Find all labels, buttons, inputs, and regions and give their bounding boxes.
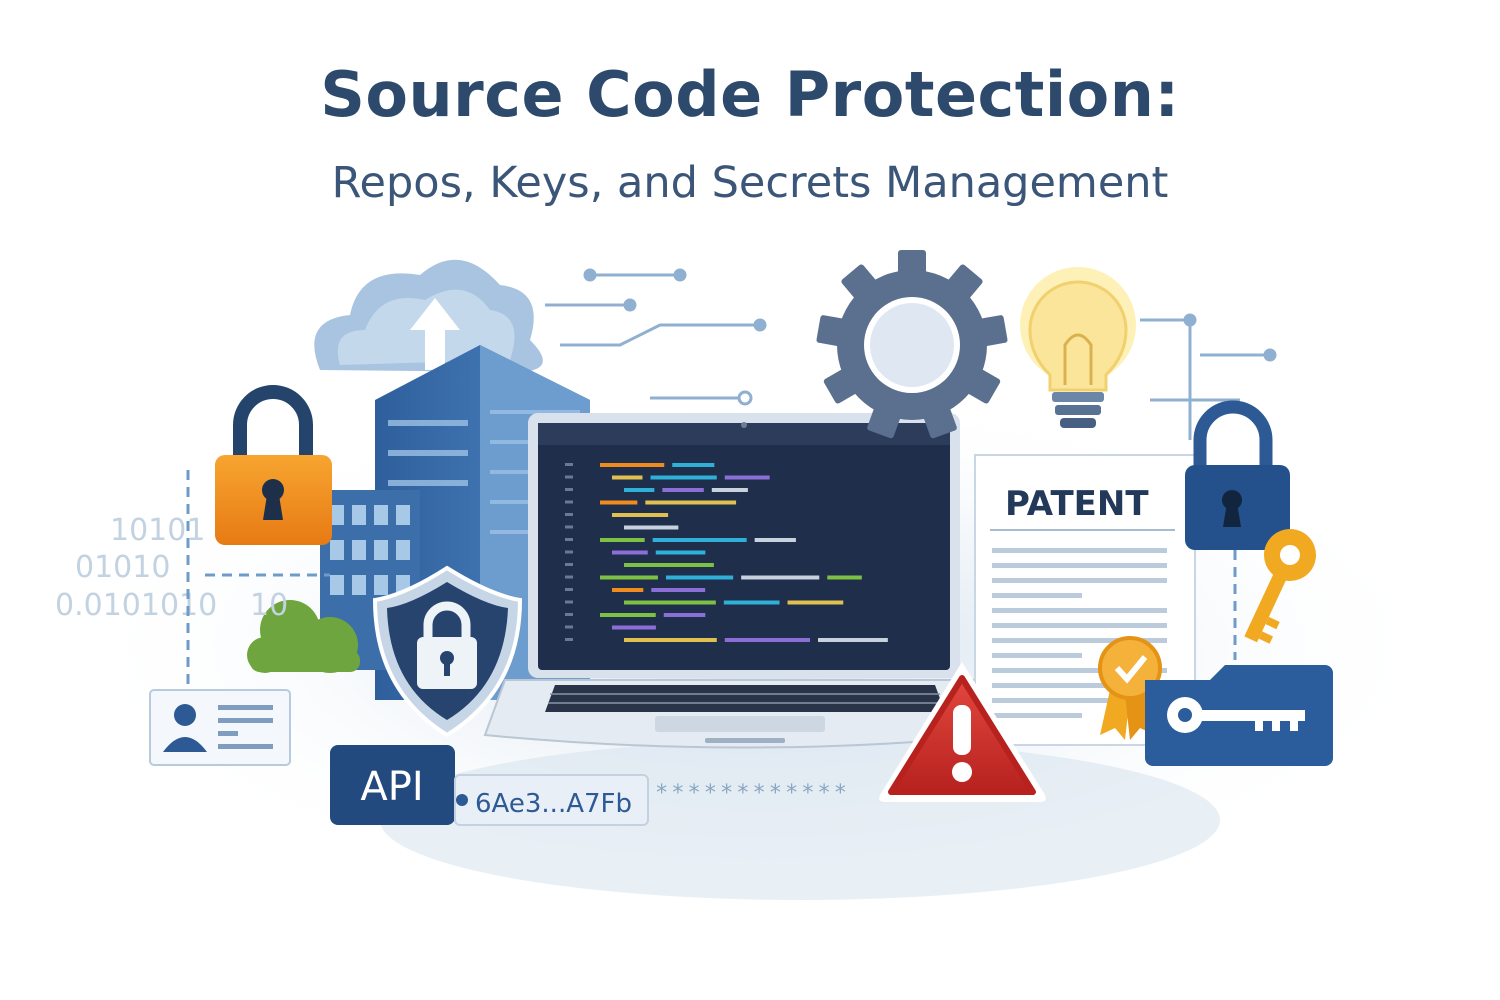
document-line bbox=[992, 713, 1082, 718]
code-token bbox=[666, 576, 733, 580]
cloud-upload-icon bbox=[314, 260, 543, 372]
line-number bbox=[565, 488, 573, 491]
document-line bbox=[992, 548, 1167, 553]
svg-text:10: 10 bbox=[250, 588, 288, 623]
code-token bbox=[818, 638, 888, 642]
code-token bbox=[656, 551, 706, 555]
code-token bbox=[788, 601, 844, 605]
line-number bbox=[565, 551, 573, 554]
code-token bbox=[624, 563, 714, 567]
code-token bbox=[672, 463, 714, 467]
padlock-icon bbox=[215, 392, 332, 545]
svg-text:0.0101010: 0.0101010 bbox=[55, 588, 217, 623]
line-number bbox=[565, 613, 573, 616]
code-token bbox=[664, 613, 706, 617]
laptop-code-icon bbox=[485, 413, 1000, 748]
code-token bbox=[600, 613, 656, 617]
line-number bbox=[565, 463, 573, 466]
code-token bbox=[725, 476, 770, 480]
svg-text:01010: 01010 bbox=[75, 550, 170, 585]
masked-secret: ************ bbox=[655, 781, 850, 806]
api-key-field: 6Ae3...A7Fb bbox=[455, 775, 648, 825]
code-token bbox=[600, 501, 637, 505]
code-token bbox=[624, 601, 716, 605]
code-token bbox=[624, 638, 717, 642]
api-label: API bbox=[360, 764, 423, 810]
code-token bbox=[600, 576, 658, 580]
api-key-text: 6Ae3...A7Fb bbox=[475, 789, 632, 819]
code-token bbox=[612, 513, 668, 517]
api-badge: API bbox=[330, 745, 455, 825]
line-number bbox=[565, 601, 573, 604]
code-token bbox=[645, 501, 736, 505]
padlock-icon bbox=[1185, 407, 1290, 550]
code-token bbox=[612, 551, 648, 555]
line-number bbox=[565, 638, 573, 641]
code-token bbox=[650, 476, 716, 480]
document-line bbox=[992, 653, 1082, 658]
id-card-icon bbox=[150, 690, 290, 765]
code-token bbox=[653, 538, 747, 542]
code-token bbox=[612, 588, 643, 592]
line-number bbox=[565, 626, 573, 629]
code-token bbox=[612, 476, 642, 480]
line-number bbox=[565, 526, 573, 529]
code-token bbox=[725, 638, 810, 642]
code-token bbox=[651, 588, 705, 592]
line-number bbox=[565, 501, 573, 504]
keycard-icon bbox=[1145, 665, 1333, 766]
line-number bbox=[565, 576, 573, 579]
keyboard bbox=[545, 685, 945, 712]
code-token bbox=[624, 488, 654, 492]
document-line bbox=[992, 623, 1167, 628]
code-token bbox=[827, 576, 862, 580]
svg-text:10101: 10101 bbox=[110, 513, 205, 548]
code-token bbox=[724, 601, 780, 605]
code-token bbox=[662, 488, 703, 492]
line-number bbox=[565, 513, 573, 516]
code-token bbox=[600, 538, 645, 542]
code-token bbox=[741, 576, 819, 580]
document-line bbox=[992, 563, 1167, 568]
document-line bbox=[992, 608, 1167, 613]
line-number bbox=[565, 563, 573, 566]
code-token bbox=[600, 463, 664, 467]
code-token bbox=[612, 626, 656, 630]
code-token bbox=[624, 526, 678, 530]
code-token bbox=[755, 538, 796, 542]
patent-label: PATENT bbox=[1005, 484, 1149, 524]
document-line bbox=[992, 578, 1167, 583]
line-number bbox=[565, 538, 573, 541]
line-number bbox=[565, 476, 573, 479]
line-number bbox=[565, 588, 573, 591]
document-line bbox=[992, 593, 1082, 598]
code-token bbox=[712, 488, 748, 492]
